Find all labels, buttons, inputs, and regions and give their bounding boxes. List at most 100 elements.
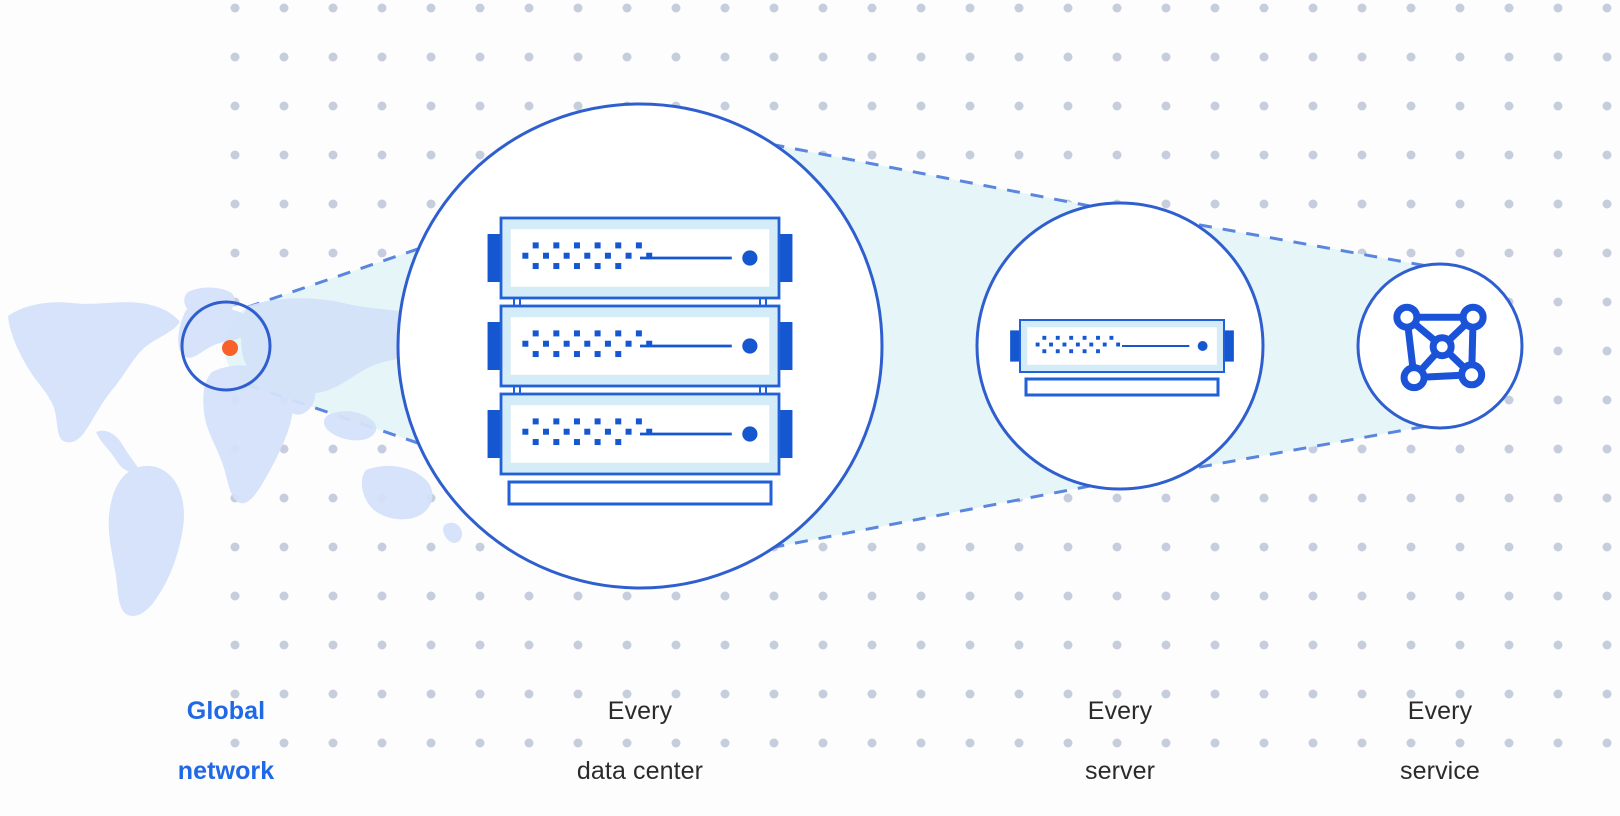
- grid-dot: [1357, 444, 1367, 454]
- grid-dot: [769, 591, 779, 601]
- grid-dot: [1406, 52, 1416, 62]
- grid-dot: [1553, 150, 1563, 160]
- server-led: [615, 330, 622, 337]
- grid-dot: [279, 493, 289, 503]
- grid-dot: [1455, 542, 1465, 552]
- grid-dot: [1308, 738, 1318, 748]
- map-landmass: [443, 522, 462, 543]
- server-led: [625, 340, 632, 347]
- map-landmass: [108, 465, 184, 616]
- grid-dot: [1357, 542, 1367, 552]
- network-nodes-icon: [1393, 303, 1487, 392]
- grid-dot: [1063, 640, 1073, 650]
- grid-dot: [1504, 101, 1514, 111]
- grid-dot: [1455, 493, 1465, 503]
- grid-dot: [328, 52, 338, 62]
- grid-dot: [279, 52, 289, 62]
- grid-dot: [1504, 199, 1514, 209]
- server-led: [543, 252, 550, 259]
- grid-dot: [1553, 689, 1563, 699]
- grid-dot: [965, 738, 975, 748]
- grid-dot: [1210, 3, 1220, 13]
- grid-dot: [1553, 3, 1563, 13]
- grid-dot: [1161, 493, 1171, 503]
- grid-dot: [1553, 199, 1563, 209]
- grid-dot: [1504, 395, 1514, 405]
- grid-dot: [328, 493, 338, 503]
- server-led: [553, 242, 560, 249]
- grid-dot: [818, 591, 828, 601]
- grid-dot: [1406, 542, 1416, 552]
- grid-dot: [1602, 689, 1612, 699]
- grid-dot: [916, 52, 926, 62]
- grid-dot: [1602, 640, 1612, 650]
- grid-dot: [1357, 591, 1367, 601]
- map-landmass: [240, 298, 433, 394]
- label-line-2: service: [1400, 757, 1480, 785]
- grid-dot: [1553, 395, 1563, 405]
- grid-dot: [279, 199, 289, 209]
- grid-dot: [1357, 640, 1367, 650]
- grid-dot: [720, 101, 730, 111]
- grid-dot: [426, 3, 436, 13]
- grid-dot: [426, 101, 436, 111]
- grid-dot: [1210, 738, 1220, 748]
- grid-dot: [1357, 150, 1367, 160]
- server-led: [553, 418, 560, 425]
- grid-dot: [1210, 689, 1220, 699]
- grid-dot: [1553, 591, 1563, 601]
- server-status-led: [742, 250, 758, 266]
- grid-dot: [867, 101, 877, 111]
- grid-dot: [475, 150, 485, 160]
- rack-base-plate: [507, 480, 773, 506]
- server-led: [1116, 342, 1121, 347]
- server-led: [594, 242, 601, 249]
- grid-dot: [573, 738, 583, 748]
- server-led: [1049, 342, 1053, 347]
- grid-dot: [1406, 591, 1416, 601]
- funnel-dashed-line: [589, 107, 1091, 208]
- server-led: [573, 263, 580, 270]
- server-led: [532, 242, 539, 249]
- grid-dot: [1308, 640, 1318, 650]
- grid-dot: [475, 689, 485, 699]
- map-landmass: [178, 306, 250, 358]
- server-led: [615, 351, 622, 358]
- grid-dot: [916, 689, 926, 699]
- grid-dot: [1014, 640, 1024, 650]
- grid-dot: [1259, 150, 1269, 160]
- grid-dot: [867, 640, 877, 650]
- grid-dot: [622, 689, 632, 699]
- server-led: [553, 439, 560, 446]
- grid-dot: [1112, 591, 1122, 601]
- world-map-icon: [8, 287, 462, 616]
- grid-dot: [1014, 101, 1024, 111]
- grid-dot: [1063, 542, 1073, 552]
- grid-dot: [1455, 52, 1465, 62]
- grid-dot: [524, 52, 534, 62]
- grid-dot: [671, 52, 681, 62]
- grid-dot: [1063, 591, 1073, 601]
- server-led: [532, 351, 539, 358]
- grid-dot: [867, 689, 877, 699]
- grid-dot: [1602, 395, 1612, 405]
- grid-dot: [426, 150, 436, 160]
- grid-dot: [867, 591, 877, 601]
- grid-dot: [377, 689, 387, 699]
- diagram-svg: [8, 3, 1612, 748]
- server-led: [594, 418, 601, 425]
- server-led: [594, 263, 601, 270]
- grid-dot: [1406, 493, 1416, 503]
- grid-dot: [671, 3, 681, 13]
- grid-dot: [1014, 738, 1024, 748]
- stage-label-server: Every server: [1020, 666, 1220, 816]
- server-led: [1075, 342, 1080, 347]
- server-led: [553, 263, 560, 270]
- grid-dot: [1504, 150, 1514, 160]
- grid-dot: [1553, 101, 1563, 111]
- grid-dot: [965, 689, 975, 699]
- server-led: [1082, 335, 1087, 340]
- stage-label-global-network: Global network: [126, 666, 326, 816]
- grid-dot: [720, 689, 730, 699]
- server-status-led: [742, 426, 758, 442]
